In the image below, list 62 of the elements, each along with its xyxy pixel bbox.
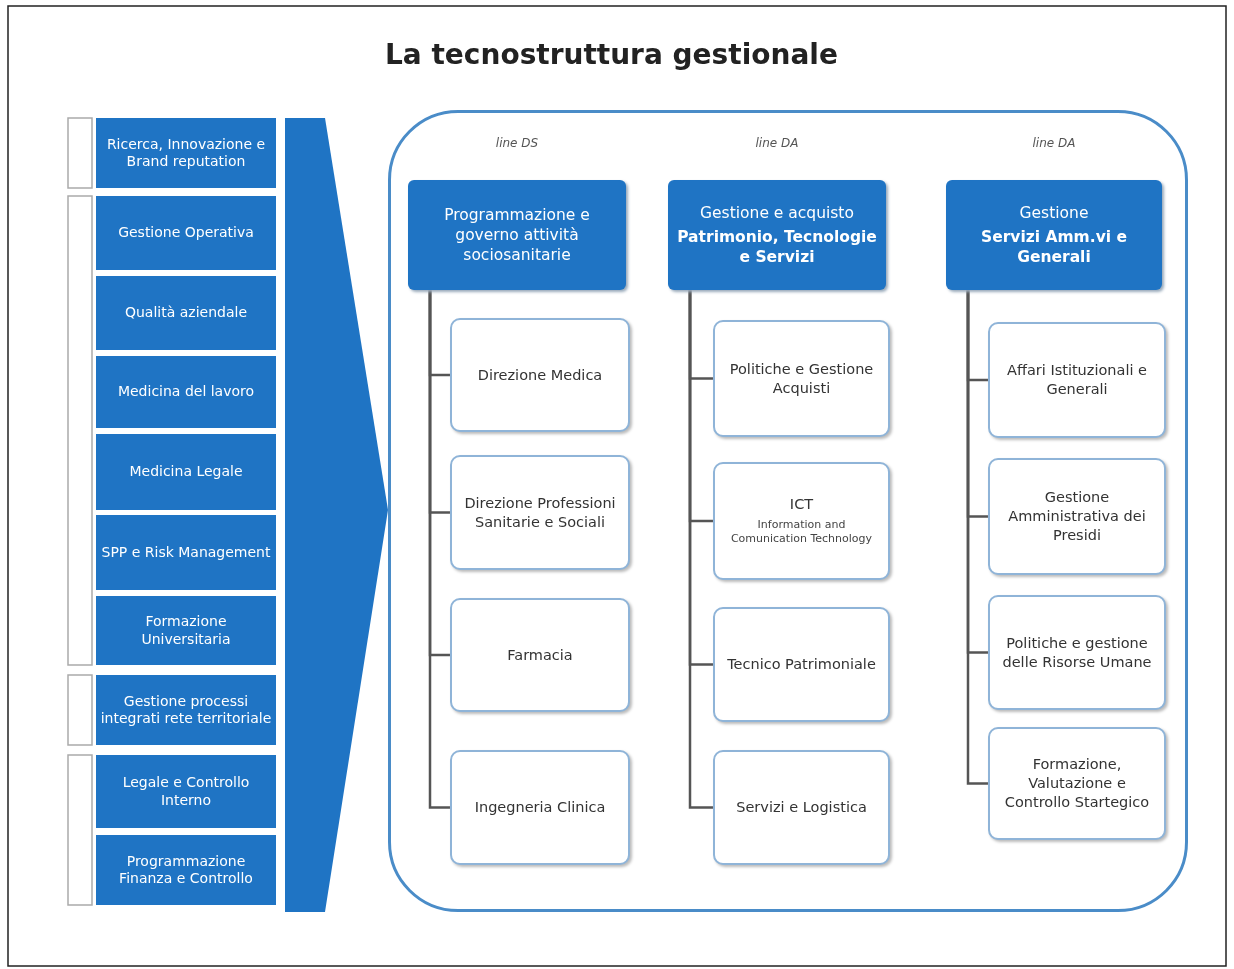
label: Gestione processi integrati rete territoriale xyxy=(100,692,272,728)
label: SPP e Risk Management xyxy=(101,543,271,562)
label: ICT xyxy=(789,495,814,515)
office-box xyxy=(450,598,630,712)
line-label: line DS xyxy=(494,136,540,150)
title: La tecnostruttura gestionale xyxy=(385,38,838,71)
label: Gestione xyxy=(1019,202,1089,223)
label: Direzione Professioni Sanitarie e Sociali xyxy=(463,493,617,532)
office-box xyxy=(713,607,890,722)
unit-box xyxy=(96,196,276,270)
label: Programmazione e governo attività sociosanitarie xyxy=(443,204,591,266)
office-box xyxy=(450,318,630,432)
office-box xyxy=(713,462,890,580)
chevron-arrow xyxy=(285,118,388,912)
label: Politiche e gestione delle Risorse Umane xyxy=(1001,633,1153,672)
connector-line xyxy=(688,290,713,809)
line-label: line DA xyxy=(754,136,800,150)
label: Qualità aziendale xyxy=(124,304,247,322)
label: Tecnico Patrimoniale xyxy=(727,655,876,674)
unit-box xyxy=(96,675,276,745)
label: Formazione Universitaria xyxy=(140,613,232,648)
office-box xyxy=(988,322,1166,438)
line-label: line DA xyxy=(1031,136,1077,150)
label: Ricerca, Innovazione e Brand reputation xyxy=(105,135,267,171)
department-header-box xyxy=(946,180,1162,290)
label: Programmazione Finanza e Controllo xyxy=(118,852,254,888)
label: Gestione Amministrativa dei Presidi xyxy=(1007,488,1147,545)
label: Formazione, Valutazione e Controllo Startegico xyxy=(1003,755,1151,812)
office-box xyxy=(450,455,630,570)
connector-line xyxy=(428,290,450,809)
unit-box xyxy=(96,755,276,828)
office-box xyxy=(988,458,1166,575)
label: Farmacia xyxy=(507,645,573,665)
unit-box xyxy=(96,118,276,188)
label: Direzione Medica xyxy=(477,365,603,385)
subtitle: Servizi Amm.vi e Generali xyxy=(980,226,1128,268)
unit-box xyxy=(96,596,276,665)
office-box xyxy=(988,727,1166,840)
unit-box xyxy=(96,434,276,510)
office-box xyxy=(450,750,630,865)
unit-box xyxy=(96,835,276,905)
office-box xyxy=(988,595,1166,710)
label: Gestione e acquisto xyxy=(700,202,854,223)
label: Gestione Operativa xyxy=(118,224,254,242)
label: Ingegneria Clinica xyxy=(474,798,606,817)
container-box xyxy=(388,110,1188,912)
unit-box xyxy=(96,515,276,590)
department-header-box xyxy=(668,180,886,290)
unit-box xyxy=(96,356,276,428)
label: Affari Istituzionali e Generali xyxy=(1006,361,1148,399)
subtitle: Information and Comunication Technology xyxy=(729,518,874,547)
label: Servizi e Logistica xyxy=(736,798,867,817)
label: Politiche e Gestione Acquisti xyxy=(728,359,875,398)
label: Medicina del lavoro xyxy=(117,383,255,401)
label: Medicina Legale xyxy=(129,463,243,481)
subtitle: Patrimonio, Tecnologie e Servizi xyxy=(676,226,878,268)
office-box xyxy=(713,320,890,437)
department-header-box xyxy=(408,180,626,290)
office-box xyxy=(713,750,890,865)
label: Legale e Controllo Interno xyxy=(121,774,251,809)
connector-line xyxy=(966,290,988,785)
unit-box xyxy=(96,276,276,350)
